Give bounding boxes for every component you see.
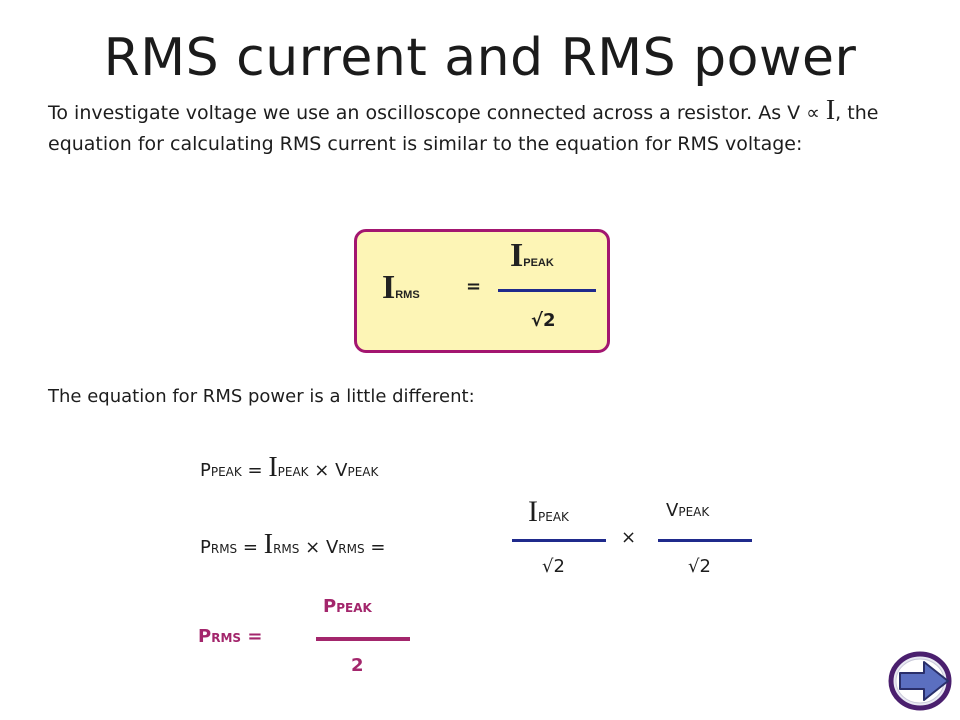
final-denominator: 2 <box>351 655 364 676</box>
right-arrow-icon <box>888 651 952 711</box>
i-symbol: I <box>263 529 274 560</box>
times: × <box>305 537 321 558</box>
times: × <box>314 460 330 481</box>
frac-times: × <box>621 527 637 548</box>
intro-text-2: , the equation for calculating RMS curre… <box>48 102 879 155</box>
prms-equation: PRMS = IRMS × VRMS = <box>200 531 386 559</box>
i-symbol: I <box>528 495 538 528</box>
frac-v-denominator: √2 <box>688 556 711 577</box>
irms-sub: RMS <box>395 289 420 301</box>
irms-lhs: IRMS <box>382 271 420 305</box>
final-lhs: PRMS = <box>198 626 262 647</box>
i-symbol: I <box>268 452 278 483</box>
current-symbol: I <box>825 95 836 126</box>
v-symbol: V <box>335 460 348 481</box>
v-symbol: V <box>325 537 339 558</box>
p-symbol: P <box>198 626 212 647</box>
power-intro: The equation for RMS power is a little d… <box>48 386 475 407</box>
equals: = <box>247 460 263 481</box>
v-sub: PEAK <box>678 505 710 519</box>
box-fraction-bar <box>498 289 596 292</box>
frac-i-denominator: √2 <box>542 556 565 577</box>
intro-text-1: To investigate voltage we use an oscillo… <box>48 102 801 124</box>
equals: = <box>247 626 263 647</box>
ipeak-symbol: I <box>510 237 524 274</box>
i-sub: RMS <box>273 542 300 556</box>
p-symbol: P <box>200 460 211 481</box>
equals: = <box>242 537 258 558</box>
p-symbol: P <box>323 596 337 617</box>
ppeak-equation: PPEAK = IPEAK × VPEAK <box>200 454 379 482</box>
next-slide-button[interactable] <box>886 650 956 712</box>
ipeak-sub: PEAK <box>523 257 554 269</box>
frac-i-bar <box>512 539 606 542</box>
ipeak-numerator: IPEAK <box>510 239 554 273</box>
p-sub: PEAK <box>336 601 372 615</box>
i-sub: PEAK <box>277 465 309 479</box>
box-denominator: √2 <box>531 310 556 331</box>
v-sub: RMS <box>338 542 365 556</box>
box-equals: = <box>466 276 482 297</box>
final-fraction-bar <box>316 637 410 641</box>
p-symbol: P <box>200 537 211 558</box>
p-sub: RMS <box>210 542 238 556</box>
frac-v-bar <box>658 539 752 542</box>
v-symbol: V <box>666 500 679 521</box>
final-numerator: PPEAK <box>323 596 372 617</box>
p-sub: PEAK <box>210 465 242 479</box>
i-sub: PEAK <box>538 510 569 524</box>
frac-i-numerator: IPEAK <box>528 497 569 527</box>
v-sub: PEAK <box>347 465 379 479</box>
intro-paragraph: To investigate voltage we use an oscillo… <box>48 95 928 160</box>
proportional-symbol: ∝ <box>806 102 820 124</box>
equals-2: = <box>370 537 386 558</box>
irms-symbol: I <box>382 269 396 306</box>
frac-v-numerator: VPEAK <box>666 500 709 521</box>
p-sub: RMS <box>211 631 242 645</box>
slide-title: RMS current and RMS power <box>103 28 857 88</box>
